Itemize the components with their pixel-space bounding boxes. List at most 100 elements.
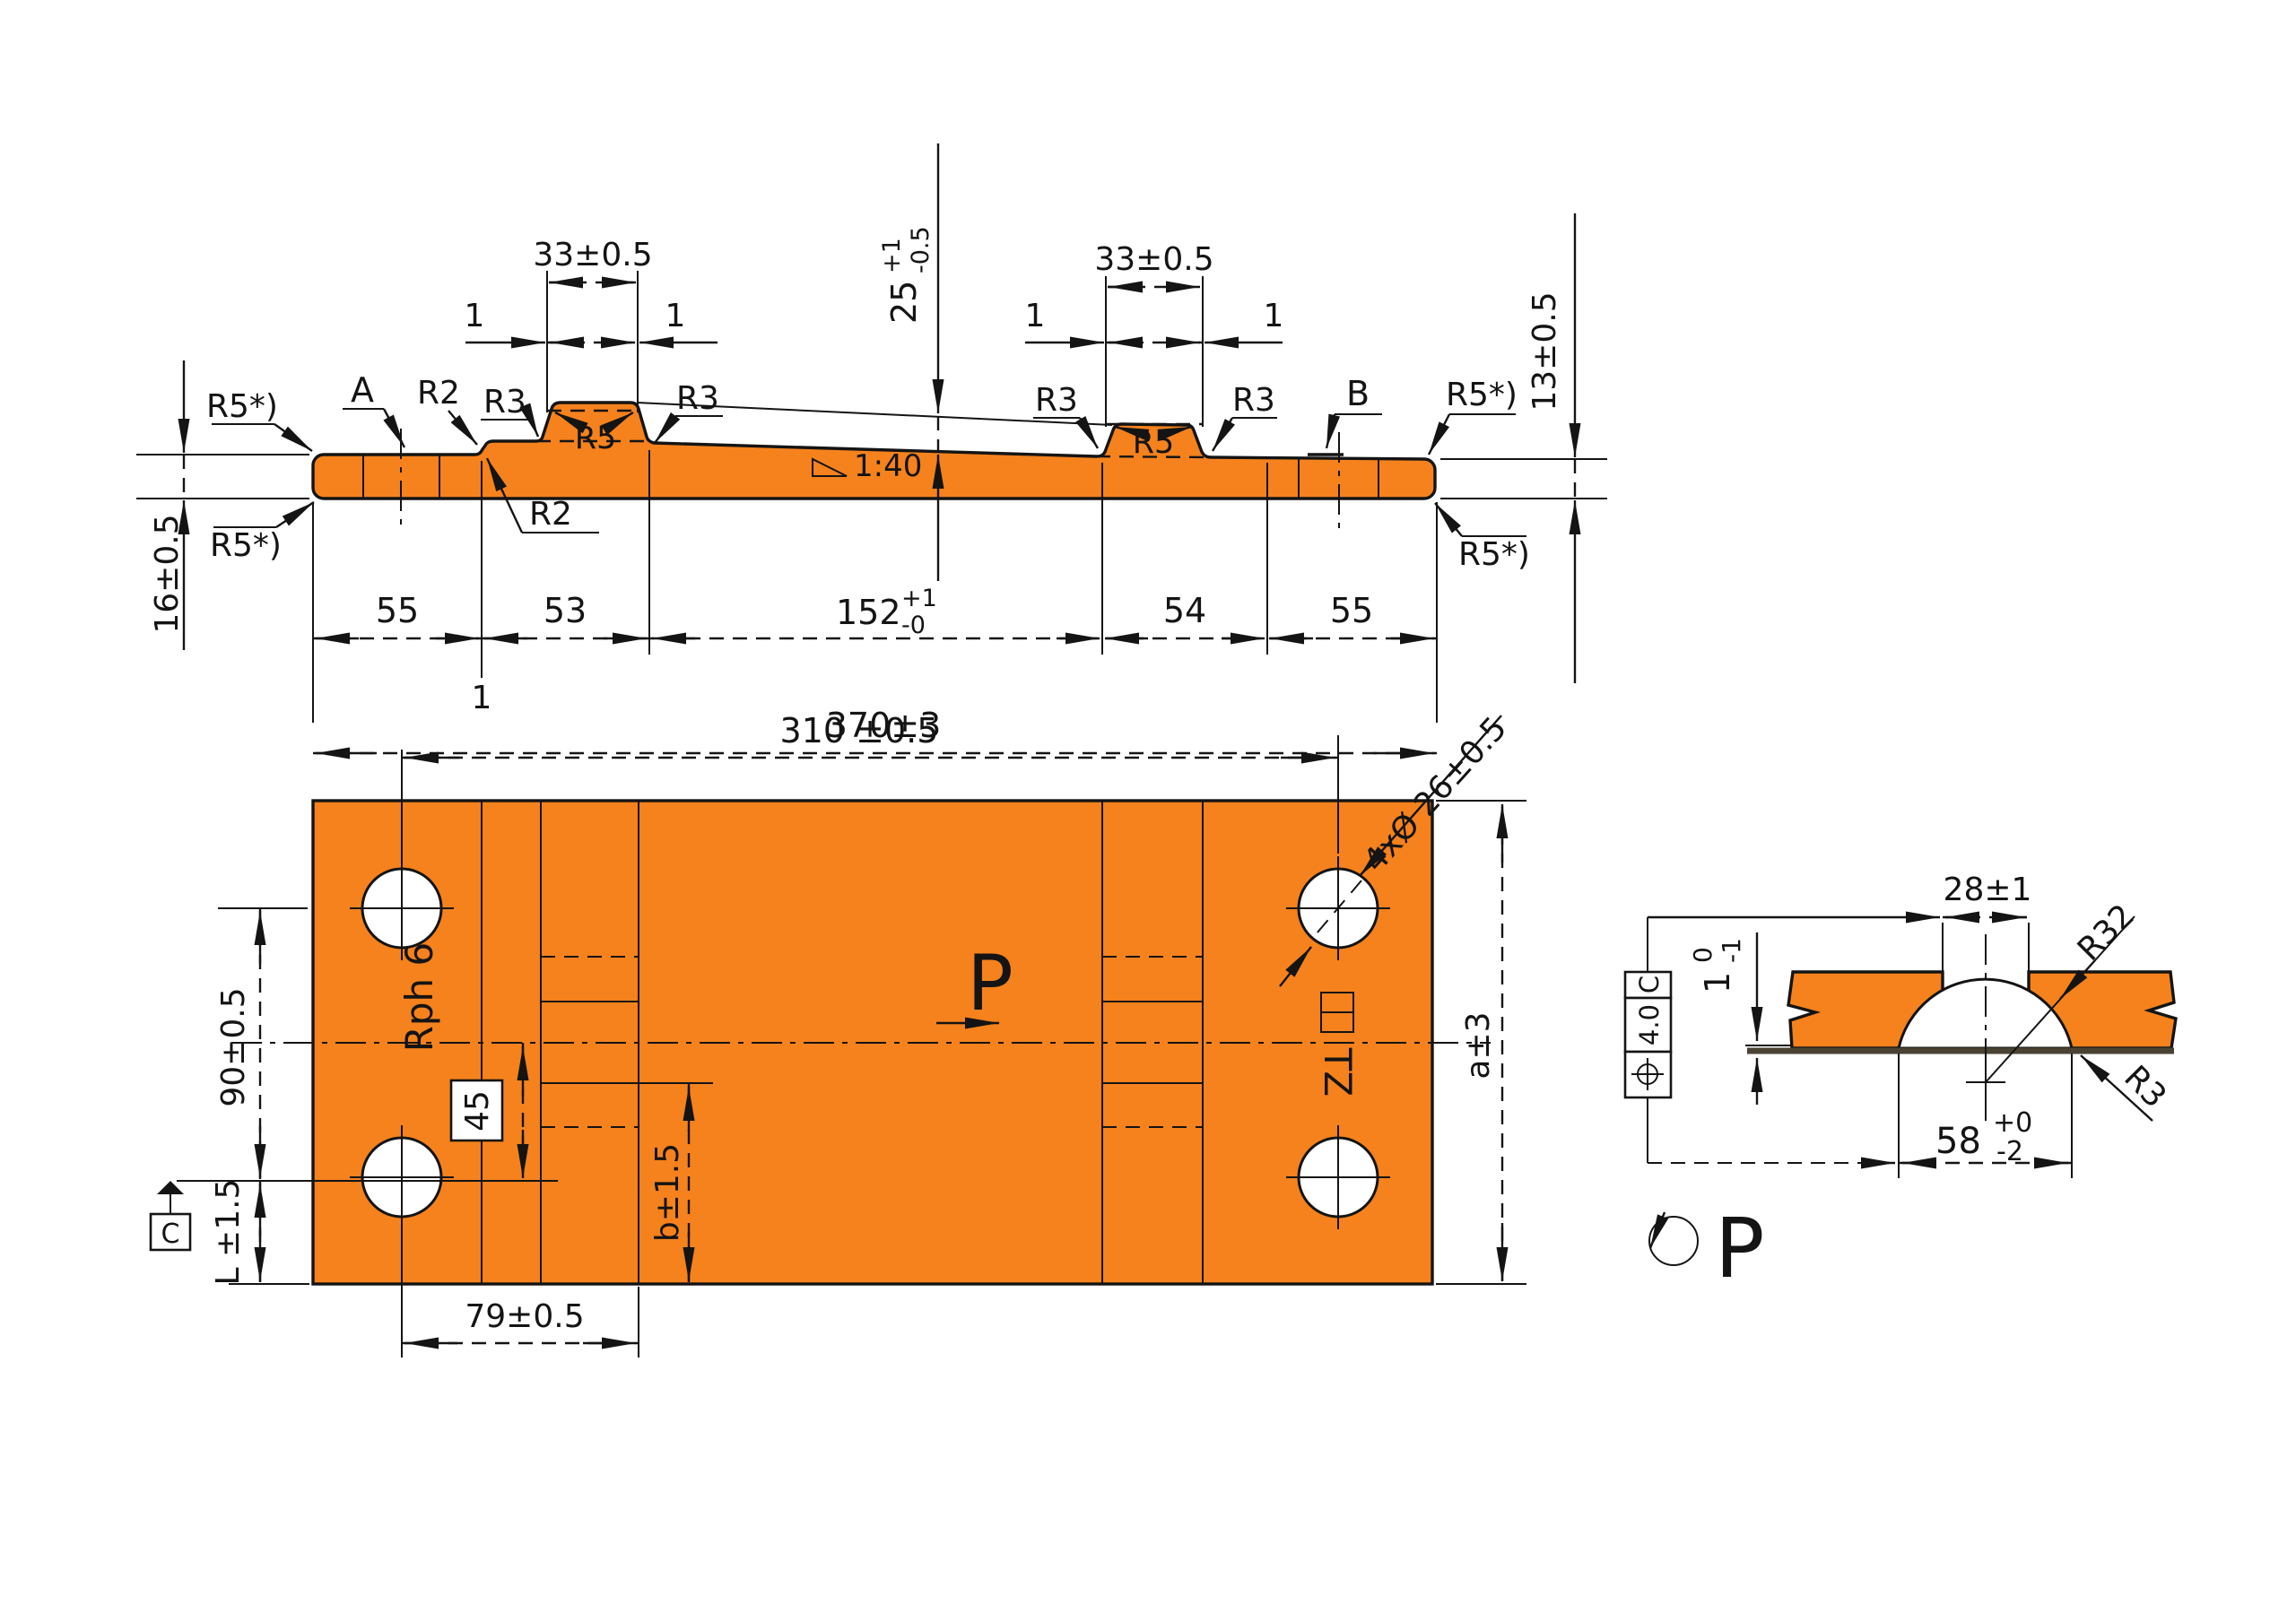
callout-holes: 4xØ 26±0.5 [1356, 710, 1514, 880]
svg-text:1: 1 [1698, 972, 1737, 993]
fillet-r2-upper: R2 [417, 375, 460, 412]
fillet-r3-1: R3 [483, 384, 526, 421]
fillet-r3-3: R3 [1035, 382, 1078, 419]
leader [485, 457, 524, 533]
section-p-label: P [967, 939, 1013, 1028]
corner-radius-label: R3 [2117, 1059, 2173, 1115]
r5-leader [554, 411, 588, 434]
dim-offset-1: 1 [1025, 298, 1046, 334]
dim-center-height: 25 +1 -0.5 [878, 226, 935, 324]
dim-1-note: 1 [472, 680, 492, 716]
r32-leader [1985, 915, 2135, 1083]
chain-dim-row: 55 53 152 +1 -0 54 55 1 [313, 585, 1437, 716]
dim-152: 152 [836, 593, 901, 632]
bolt-holes [350, 856, 1390, 1229]
dim-residual: 1 0 -1 [1688, 938, 1746, 993]
fillet-r3-2: R3 [676, 380, 719, 417]
leader [1075, 415, 1100, 449]
dim-groove-width-up: +0 [1993, 1107, 2032, 1139]
leader [382, 408, 406, 448]
rotated-view-arrow [1648, 1211, 1669, 1249]
fcf-tolerance: 4.0 [1634, 1004, 1665, 1045]
dim-offset-1: 1 [1264, 298, 1284, 334]
dim-groove-width: 58 [1935, 1121, 1981, 1162]
dim-55b: 55 [1330, 591, 1373, 630]
slope-symbol [812, 457, 848, 477]
dim-left-height: 16±0.5 [149, 514, 186, 633]
dim-edge-distance: L ±1.5 [210, 1179, 247, 1286]
tz-marking: TZ [1316, 1047, 1360, 1097]
leader [654, 412, 681, 444]
fillet-r5-left: R5 [575, 421, 617, 456]
dim-54: 54 [1163, 591, 1206, 630]
detail-view-p: 28±1 C 4.0 58 +0 -2 1 0 -1 [1623, 872, 2178, 1297]
dim-rib-width-left: 33±0.5 [533, 237, 652, 273]
dim-seat-width: b±1.5 [649, 1143, 686, 1242]
leader [519, 403, 540, 438]
r32-arrow [2059, 959, 2096, 1000]
note-r5-top-right: R5*) [1446, 377, 1518, 413]
dim-hole-span: 310 ±0.5 [780, 711, 939, 750]
leader [1279, 946, 1312, 987]
basic-45-frame [449, 1079, 504, 1142]
datum-c-triangle [157, 1181, 184, 1194]
svg-text:25: 25 [884, 281, 924, 324]
r5-leader [601, 411, 634, 436]
plan-view: 310 ±0.5 4xØ 26±0.5 90±0.5 L ±1.5 C 45 [149, 710, 1526, 1357]
r5-leader [1114, 425, 1150, 441]
fillet-r3-4: R3 [1232, 382, 1275, 419]
leader [448, 410, 478, 446]
note-r5-bottom-left: R5*) [210, 527, 282, 564]
dim-plate-width: a±3 [1460, 1011, 1497, 1079]
leader [1427, 413, 1451, 455]
note-r5-bottom-right: R5*) [1458, 536, 1530, 573]
r3-arrow [2080, 1054, 2153, 1122]
svg-text:+1: +1 [878, 238, 906, 273]
fcf-datum: C [1634, 976, 1665, 993]
dim-right-height: 13±0.5 [1526, 291, 1563, 411]
dim-offset-1: 1 [465, 298, 485, 334]
svg-text:-0.5: -0.5 [907, 226, 935, 273]
fillet-r5-right: R5 [1133, 425, 1175, 461]
dim-overall: 370±3 [826, 706, 942, 745]
leader [275, 501, 315, 528]
position-symbol-icon [1631, 1058, 1664, 1090]
datum-c-label: C [161, 1219, 180, 1250]
side-view: 16±0.5 13±0.5 33±0.5 1 1 33±0.5 1 [136, 143, 1607, 759]
basic-45: 45 [459, 1090, 496, 1132]
leader-dash [1311, 880, 1362, 940]
dim-55a: 55 [376, 591, 419, 630]
theoretical-top-line [636, 402, 1113, 426]
rotated-view-icon [1648, 1216, 1699, 1266]
svg-text:0: 0 [1688, 947, 1718, 963]
datum-b-label: B [1346, 374, 1370, 413]
r5-leader [1157, 425, 1193, 441]
dim-opening: 28±1 [1944, 872, 2032, 908]
rib-right-base-hidden [1095, 455, 1210, 459]
fillet-r2-lower: R2 [529, 496, 572, 533]
leader [1434, 502, 1463, 537]
pad-marking: Rph 6 [397, 942, 441, 1053]
baseplate-profile [311, 401, 1437, 500]
slope-value: 1:40 [854, 448, 922, 484]
note-r5-top-left: R5*) [206, 388, 278, 425]
dim-152-dn: -0 [901, 612, 926, 639]
dim-53: 53 [544, 591, 587, 630]
datum-a-label: A [351, 370, 374, 410]
svg-text:-1: -1 [1717, 938, 1746, 963]
detail-p-label: P [1715, 1201, 1764, 1297]
fcf-cell-tolerance [1623, 996, 1673, 1054]
dim-offset-1: 1 [665, 298, 686, 334]
leader [274, 423, 313, 452]
dim-rib-width-right: 33±0.5 [1094, 241, 1213, 278]
dim-hole-to-seat: 79±0.5 [465, 1298, 584, 1335]
leader [1325, 413, 1341, 449]
dim-152-up: +1 [901, 585, 937, 612]
datum-c-frame [149, 1212, 192, 1252]
groove-radius-label: R32 [2071, 898, 2142, 968]
dim-hole-pitch: 90±0.5 [215, 987, 252, 1106]
dim-groove-width-dn: -2 [1996, 1136, 2023, 1167]
leader [1359, 715, 1502, 877]
